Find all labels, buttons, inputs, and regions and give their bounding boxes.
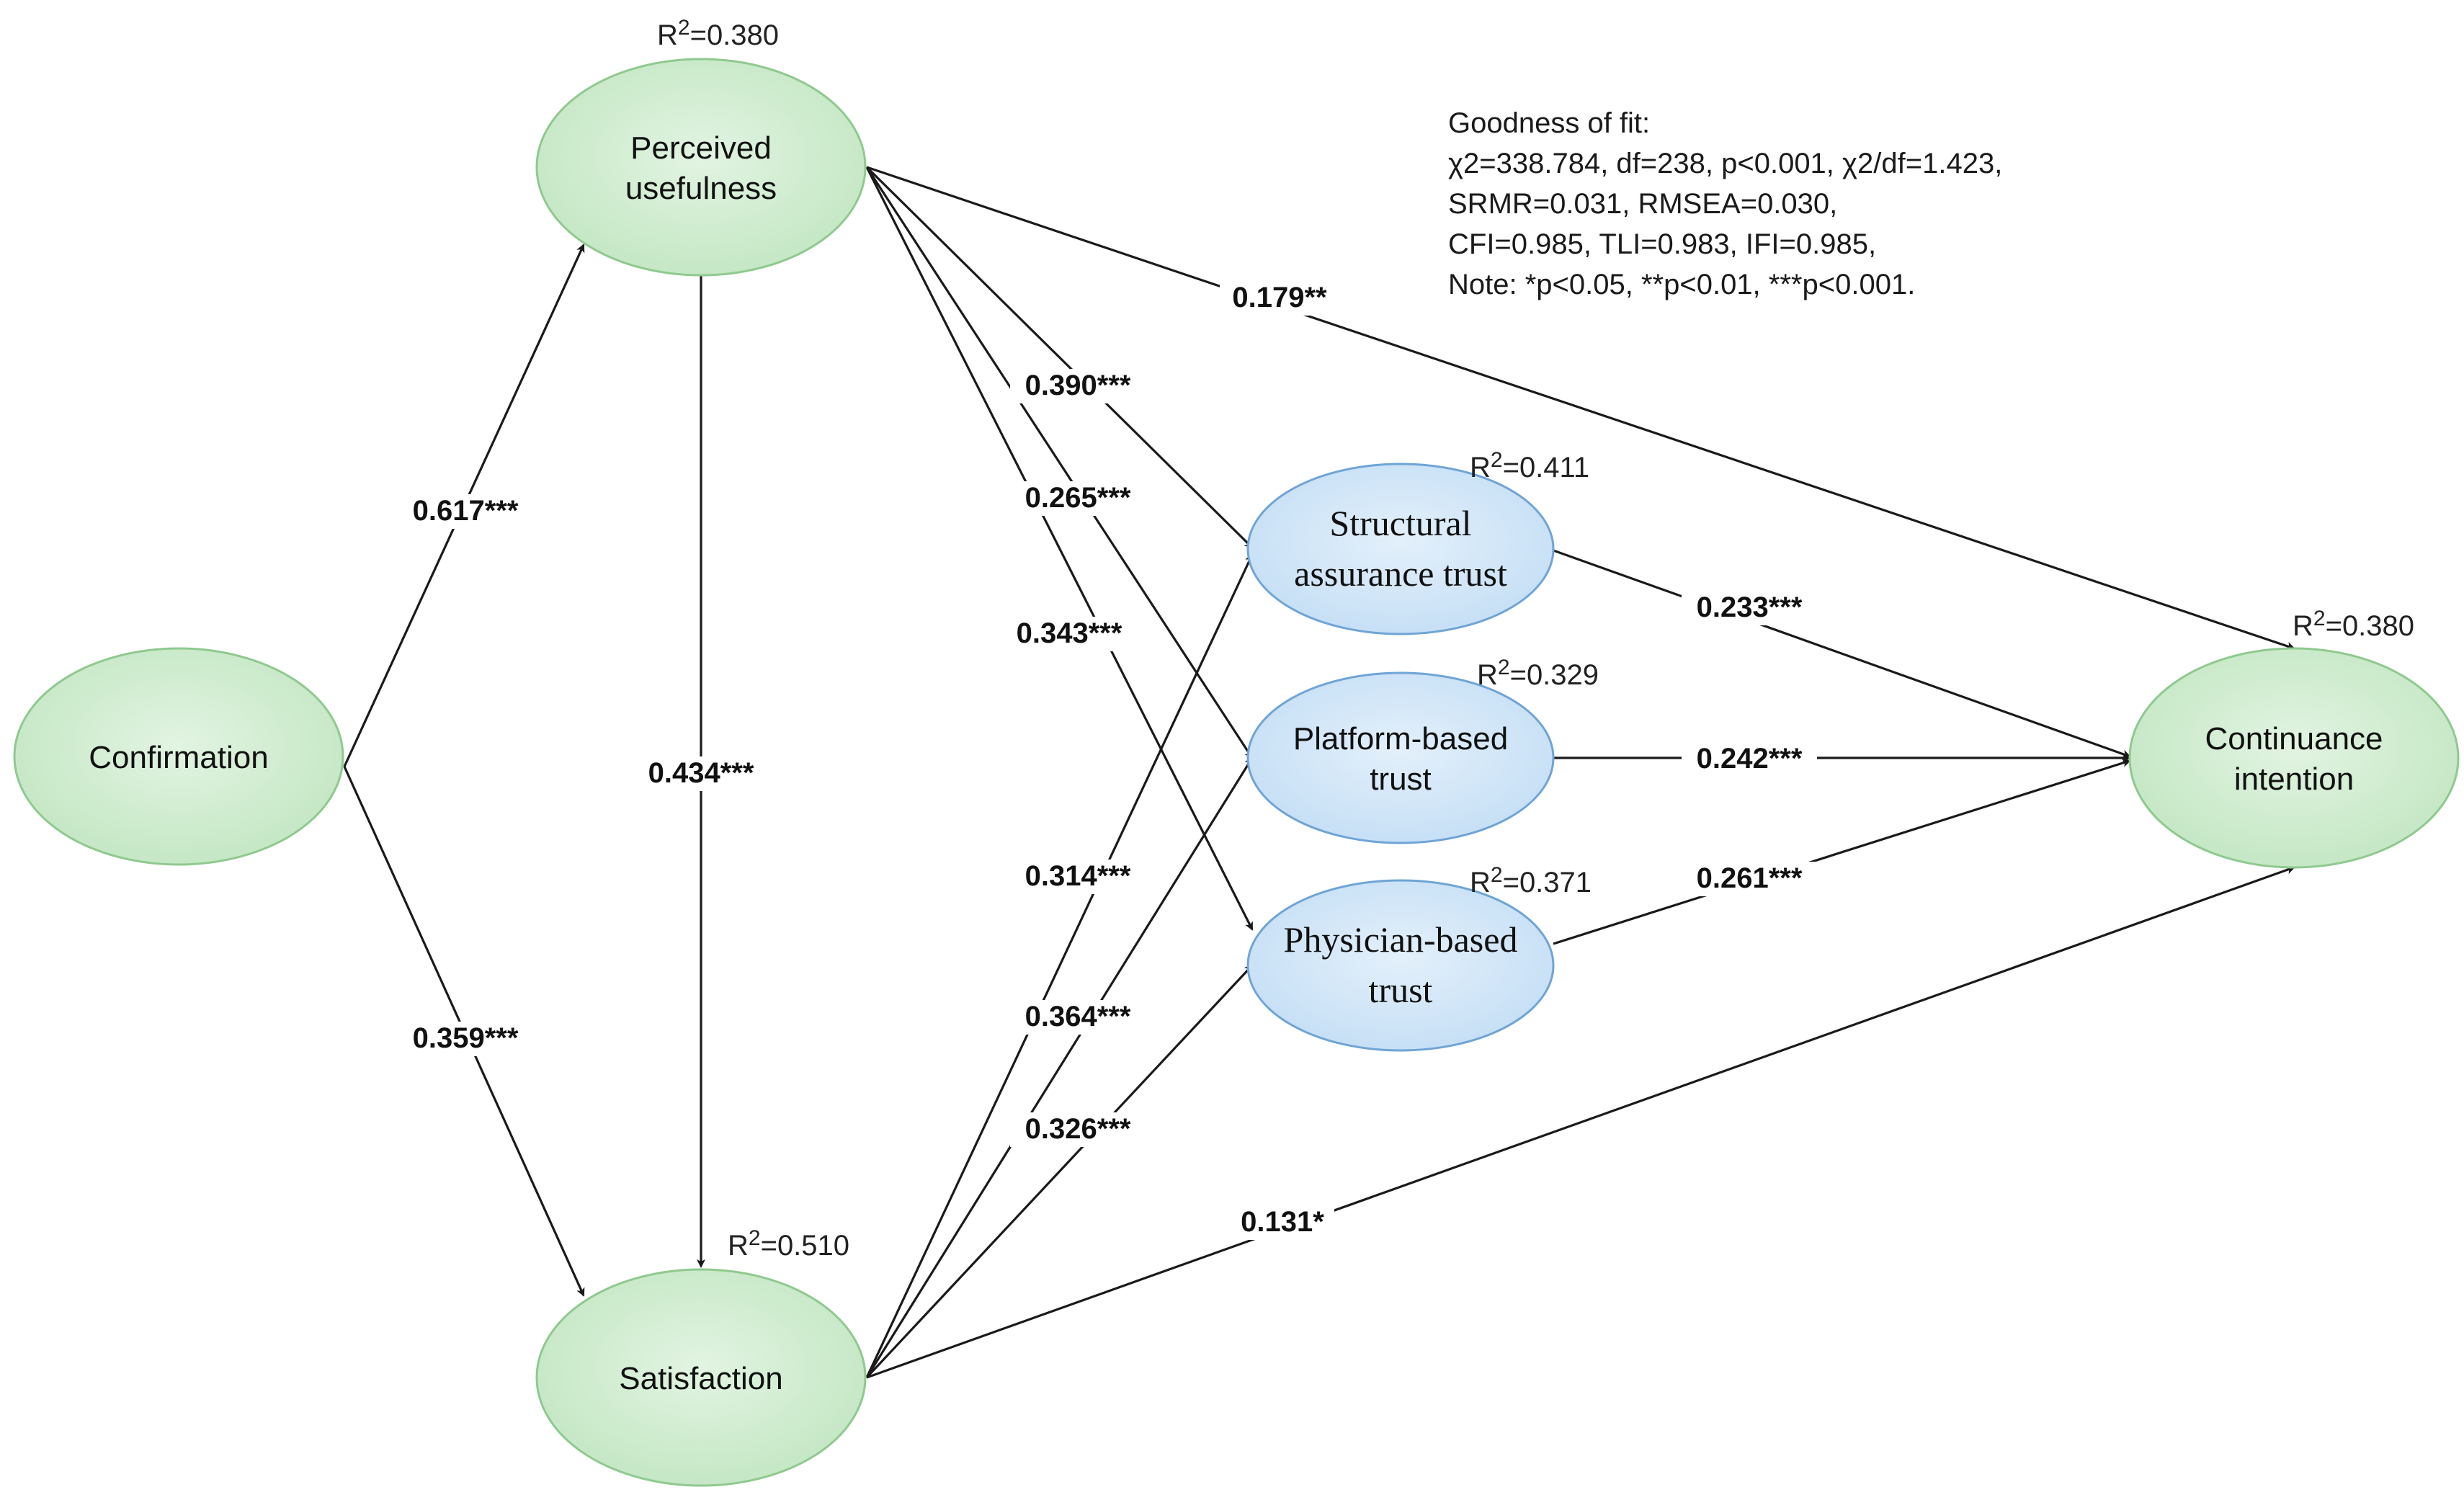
path-satisfaction-to-structural-trust [865, 553, 1254, 1378]
goodness-of-fit-line: CFI=0.985, TLI=0.983, IFI=0.985, [1448, 228, 1876, 260]
path-perceived-usefulness-to-physician-trust [865, 166, 1254, 931]
node-label-line: intention [2234, 762, 2354, 797]
path-coefficient-text: 0.233*** [1697, 591, 1803, 623]
path-coefficient-text: 0.314*** [1025, 860, 1131, 892]
node-ellipse [2128, 647, 2460, 869]
path-satisfaction-to-continuance-intention [866, 865, 2295, 1379]
path-coefficient-text: 0.131* [1241, 1206, 1324, 1238]
path-coefficient-text: 0.179** [1232, 282, 1327, 313]
path-coefficient-label: 0.131* [1231, 1205, 1334, 1240]
path-coefficient-label: 0.364*** [1010, 1000, 1146, 1035]
goodness-of-fit-line: SRMR=0.031, RMSEA=0.030, [1448, 188, 1837, 220]
coefficient-label-background [1010, 1112, 1146, 1147]
path-structural-trust-to-continuance-intention [1553, 549, 2131, 759]
path-coefficient-label: 0.359*** [398, 1022, 533, 1056]
node-label-line: Perceived [630, 130, 772, 166]
node-ellipse [13, 647, 344, 866]
coefficient-label-background [1682, 742, 1817, 777]
path-perceived-usefulness-to-continuance-intention [866, 166, 2295, 651]
coefficient-label-background [1220, 281, 1339, 316]
r-squared-label: R2=0.411 [1470, 448, 1589, 483]
goodness-of-fit-line: χ2=338.784, df=238, p<0.001, χ2/df=1.423… [1448, 148, 2002, 179]
path-coefficient-label: 0.434*** [633, 756, 769, 791]
path-satisfaction-to-physician-trust [865, 964, 1254, 1379]
path-coefficient-text: 0.364*** [1025, 1001, 1131, 1032]
coefficient-label-background [1010, 1000, 1146, 1035]
node-label-line: Platform-based [1293, 721, 1508, 756]
coefficient-label-background [1010, 860, 1146, 894]
path-satisfaction-to-platform-trust [865, 756, 1254, 1378]
coefficient-label-background [633, 756, 769, 791]
path-coefficient-label: 0.261*** [1682, 862, 1817, 896]
r-squared-label: R2=0.380 [2293, 607, 2414, 642]
node-label-line: trust [1369, 970, 1433, 1010]
node-confirmation: Confirmation [13, 647, 344, 866]
coefficient-label-background [1231, 1205, 1334, 1240]
node-structural-trust: Structural assurance trust R2=0.411 [1246, 448, 1589, 635]
path-physician-trust-to-continuance-intention [1553, 759, 2131, 945]
path-coefficient-text: 0.617*** [413, 495, 519, 527]
node-label-line: Physician-based [1284, 919, 1518, 960]
path-coefficient-label: 0.314*** [1010, 860, 1146, 894]
path-coefficient-text: 0.343*** [1017, 617, 1122, 649]
coefficient-label-background [1001, 617, 1137, 651]
node-ellipse [1246, 671, 1555, 844]
coefficient-label-background [1010, 481, 1146, 516]
path-coefficient-text: 0.359*** [413, 1022, 519, 1054]
node-label-line: Confirmation [89, 740, 268, 775]
node-platform-trust: Platform-based trust R2=0.329 [1246, 656, 1599, 844]
node-ellipse [535, 1268, 867, 1487]
path-coefficient-text: 0.434*** [648, 757, 754, 789]
goodness-of-fit-box: Goodness of fit: χ2=338.784, df=238, p<0.… [1448, 107, 2002, 300]
node-ellipse [535, 58, 867, 277]
coefficient-labels-layer: 0.617*** 0.359*** 0.434*** 0.390*** 0.265***… [398, 281, 1817, 1240]
path-coefficient-label: 0.265*** [1010, 481, 1146, 516]
coefficient-label-background [1682, 591, 1817, 625]
path-coefficient-text: 0.390*** [1025, 370, 1131, 401]
node-label-line: usefulness [625, 171, 777, 206]
path-perceived-usefulness-to-platform-trust [865, 166, 1254, 759]
path-coefficient-label: 0.343*** [1001, 617, 1137, 651]
path-coefficient-text: 0.326*** [1025, 1113, 1131, 1145]
path-coefficient-text: 0.265*** [1025, 482, 1131, 514]
path-perceived-usefulness-to-structural-trust [865, 166, 1254, 549]
path-coefficient-label: 0.390*** [1010, 369, 1146, 403]
node-label-line: Structural [1329, 503, 1471, 543]
path-coefficient-text: 0.242*** [1697, 743, 1803, 774]
path-coefficient-label: 0.326*** [1010, 1112, 1146, 1147]
coefficient-label-background [398, 494, 533, 529]
r-squared-label: R2=0.380 [657, 16, 779, 51]
path-coefficient-label: 0.233*** [1682, 591, 1817, 625]
path-coefficient-label: 0.179** [1220, 281, 1339, 316]
node-physician-trust: Physician-based trust R2=0.371 [1246, 863, 1592, 1052]
paths-layer [343, 166, 2295, 1379]
node-ellipse [1246, 879, 1555, 1052]
nodes-layer: ConfirmationPerceivedusefulnessR2=0.380S… [13, 16, 2460, 1487]
node-continuance-intention: Continuance intention R2=0.380 [2128, 607, 2460, 869]
r-squared-label: R2=0.371 [1470, 863, 1592, 898]
node-label-line: Continuance [2205, 721, 2383, 756]
node-ellipse [1246, 463, 1555, 635]
path-coefficient-label: 0.617*** [398, 494, 533, 529]
node-label-line: assurance trust [1294, 553, 1507, 594]
node-label-line: trust [1370, 762, 1432, 797]
path-coefficient-text: 0.261*** [1697, 862, 1803, 894]
r-squared-label: R2=0.510 [728, 1226, 849, 1262]
r-squared-label: R2=0.329 [1477, 656, 1599, 691]
coefficient-label-background [1682, 862, 1817, 896]
goodness-of-fit-line: Goodness of fit: [1448, 107, 1650, 139]
coefficient-label-background [398, 1022, 533, 1056]
node-satisfaction: Satisfaction R2=0.510 [535, 1226, 867, 1487]
node-label-line: Satisfaction [619, 1361, 782, 1396]
path-coefficient-label: 0.242*** [1682, 742, 1817, 777]
coefficient-label-background [1010, 369, 1146, 403]
node-perceived-usefulness: Perceived usefulness R2=0.380 [535, 16, 867, 277]
goodness-of-fit-line: Note: *p<0.05, **p<0.01, ***p<0.001. [1448, 269, 1915, 300]
